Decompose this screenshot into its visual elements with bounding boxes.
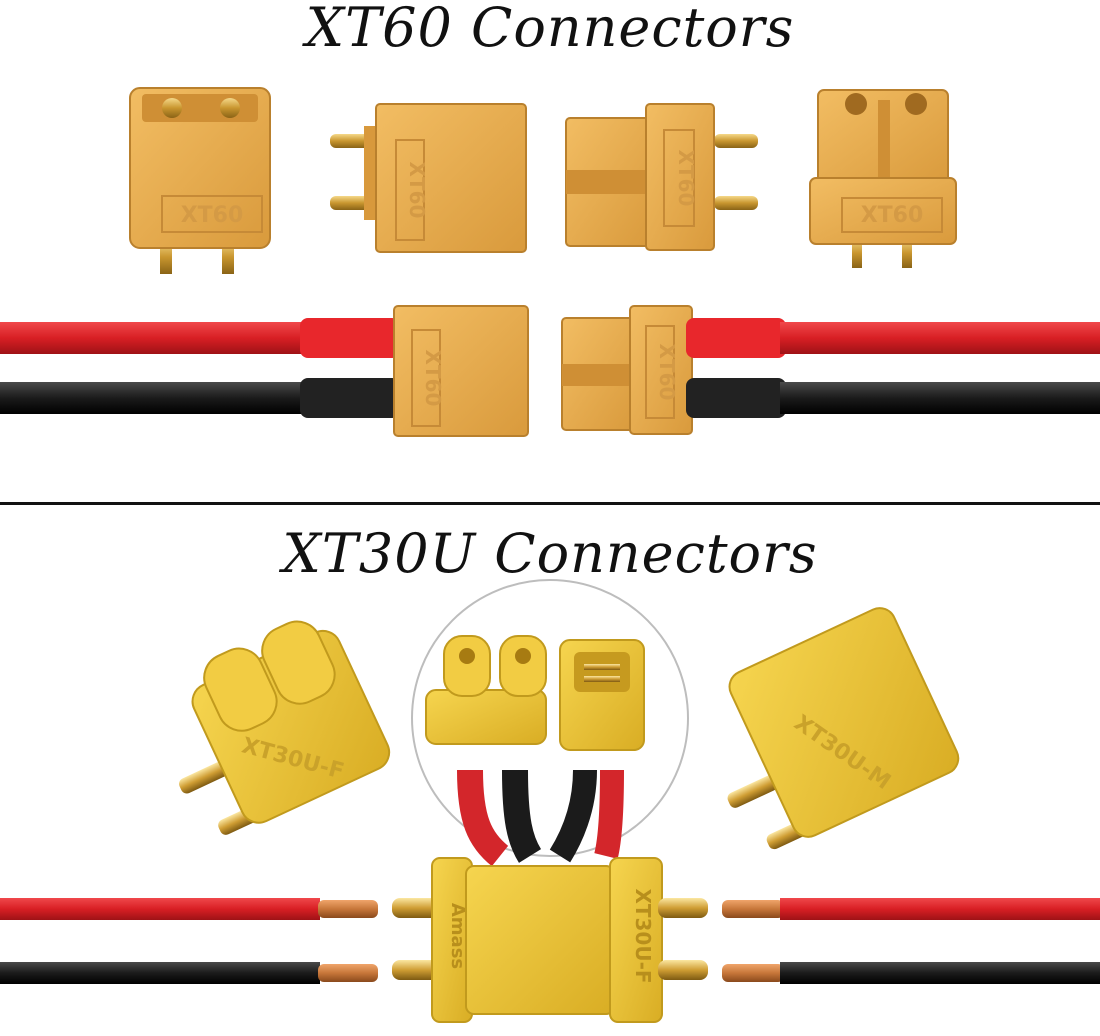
- pin-hole: [220, 98, 240, 118]
- black-wire: [780, 382, 1100, 414]
- label-frame: [645, 325, 675, 419]
- label-frame: [161, 195, 263, 233]
- pin: [658, 960, 708, 980]
- socket-hood: [261, 620, 336, 705]
- pin: [584, 664, 620, 670]
- brand-mark: Amass: [447, 903, 468, 969]
- xt60-male-side: XT60: [330, 103, 527, 253]
- connector-base: [809, 177, 957, 245]
- pin: [727, 775, 778, 808]
- connector-body: [728, 607, 960, 838]
- mold-text: XT60: [674, 150, 698, 207]
- connector-body: [191, 629, 391, 824]
- pin: [584, 676, 620, 682]
- red-wire: [780, 322, 1100, 354]
- connector-body: [425, 689, 547, 745]
- pin: [658, 898, 708, 918]
- mold-text: XT60: [655, 344, 679, 401]
- xt60-wired-pair: XT60 XT60: [0, 305, 1100, 437]
- socket-hood: [499, 635, 547, 697]
- socket: [905, 93, 927, 115]
- socket: [459, 648, 475, 664]
- black-wire: [502, 769, 542, 863]
- mold-text: XT60: [181, 203, 244, 228]
- mold-text: XT60: [861, 203, 924, 228]
- connector-top: [142, 94, 258, 122]
- xt30u-section-title: XT30U Connectors: [282, 522, 818, 585]
- copper-strand: [722, 964, 784, 982]
- black-wire: [549, 769, 597, 863]
- connector-body: [465, 865, 615, 1015]
- pin: [392, 960, 442, 980]
- xt30u-wired-pair: Amass XT30U-F: [0, 857, 1100, 1023]
- section-divider: [0, 502, 1100, 505]
- connector-flange: [431, 857, 473, 1023]
- connector-collar: [609, 857, 663, 1023]
- black-wire: [0, 382, 320, 414]
- connector-body: [375, 103, 527, 253]
- xt60-section-title: XT60 Connectors: [305, 0, 795, 59]
- pin: [902, 238, 912, 268]
- connector-body: [559, 639, 645, 751]
- pin: [714, 134, 758, 148]
- socket-hood: [443, 635, 491, 697]
- xt60-photo: XT60 XT60 XT60: [0, 87, 1100, 437]
- copper-strand: [318, 964, 378, 982]
- xt60-female-side: XT60: [565, 103, 758, 251]
- pin: [392, 898, 442, 918]
- mold-text: XT30U-F: [631, 888, 655, 983]
- socket-hood: [203, 647, 278, 732]
- red-wire: [0, 898, 320, 920]
- connector-groove: [562, 364, 636, 386]
- pin: [766, 816, 817, 850]
- pin: [218, 802, 269, 835]
- xt60-male-front: XT60: [129, 87, 271, 274]
- label-frame: [395, 139, 425, 241]
- pin: [852, 238, 862, 268]
- black-wire: [780, 962, 1100, 984]
- black-wire: [0, 962, 320, 984]
- mold-text: XT60: [405, 162, 429, 219]
- copper-strand: [318, 900, 378, 918]
- heat-shrink: [300, 378, 400, 418]
- mold-text: XT30U-F: [239, 733, 347, 784]
- connector-slot: [878, 100, 890, 186]
- detail-frame: [411, 579, 689, 857]
- xt30u-detail-circle: [411, 579, 689, 867]
- mold-text: XT60: [421, 350, 445, 407]
- pin: [179, 760, 229, 794]
- copper-strand: [722, 900, 784, 918]
- red-wire: [457, 769, 509, 867]
- heat-shrink: [300, 318, 400, 358]
- red-wire: [594, 769, 624, 859]
- xt60-female-front: XT60: [809, 89, 957, 268]
- label-frame: [411, 329, 441, 427]
- mold-text: XT30U-M: [789, 711, 895, 795]
- label-frame: [841, 197, 943, 233]
- label-frame: [663, 129, 695, 227]
- connector-body: [393, 305, 529, 437]
- red-wire: [0, 322, 320, 354]
- socket: [845, 93, 867, 115]
- xt30u-female: XT30U-F: [179, 620, 391, 835]
- pin: [714, 196, 758, 210]
- socket: [515, 648, 531, 664]
- connector-body: [129, 87, 271, 249]
- heat-shrink: [686, 318, 786, 358]
- red-wire: [780, 898, 1100, 920]
- heat-shrink: [686, 378, 786, 418]
- pin-hole: [162, 98, 182, 118]
- xt30u-male: XT30U-M: [727, 607, 960, 850]
- pin-cavity: [574, 652, 630, 692]
- connector-groove: [566, 170, 652, 194]
